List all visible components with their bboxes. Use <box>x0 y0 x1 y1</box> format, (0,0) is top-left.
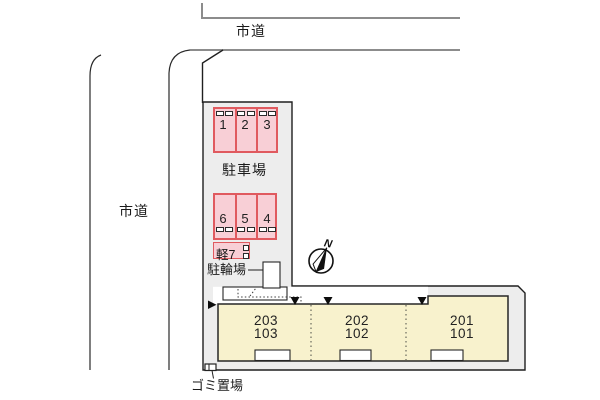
entrance-arrow-down-icon <box>290 297 300 305</box>
garbage-label-leader-line <box>211 370 214 379</box>
wheel-stop-marker <box>258 227 267 232</box>
access-path-dotted-line <box>237 289 302 303</box>
stall-number: 4 <box>263 211 271 226</box>
building-outline <box>217 295 509 362</box>
entrance-notch <box>339 349 372 362</box>
wheel-stop-marker <box>246 227 255 232</box>
bicycle-parking-label: 駐輪場 <box>207 262 247 277</box>
wheel-stop-marker <box>242 252 249 259</box>
top-road-far-edge-line <box>201 3 460 19</box>
unit-number-upper: 203 <box>253 313 279 328</box>
wheel-stop-marker <box>215 227 224 232</box>
unit-label: 201 101 <box>430 313 494 341</box>
unit-number-lower: 103 <box>253 325 279 341</box>
stall-divider <box>256 109 258 151</box>
site-boundary-corner-cut <box>201 49 224 103</box>
kei-stall-label: 軽7 <box>216 248 236 262</box>
parking-lot-label: 駐車場 <box>222 162 267 178</box>
stall-divider <box>235 109 237 151</box>
wheel-stop-marker <box>225 227 233 232</box>
garbage-area-label: ゴミ置場 <box>191 378 244 393</box>
stall-number: 6 <box>219 211 227 226</box>
unit-number-lower: 102 <box>344 325 370 341</box>
stall-number: 2 <box>241 117 249 132</box>
wheel-stop-marker <box>242 244 249 251</box>
garbage-bin-icon <box>204 363 217 372</box>
left-road-label: 市道 <box>119 203 149 219</box>
north-compass-icon <box>308 247 334 274</box>
left-road-west-edge-line <box>89 54 102 370</box>
top-road-label: 市道 <box>236 23 266 39</box>
parking-stall-block-top <box>213 107 278 153</box>
entrance-arrow-down-icon <box>417 297 427 305</box>
wheel-stop-marker <box>246 111 255 116</box>
kei-car-stall: 軽7 <box>213 242 250 262</box>
wheel-stop-marker <box>258 111 267 116</box>
unit-label: 203 103 <box>234 313 298 341</box>
wheel-stop-marker <box>237 227 245 232</box>
wheel-stop-marker <box>268 227 276 232</box>
unit-number-upper: 202 <box>344 313 370 328</box>
wheel-stop-marker <box>225 111 233 116</box>
wheel-stop-marker <box>237 111 245 116</box>
stall-divider <box>255 195 258 238</box>
stall-number: 3 <box>263 117 271 132</box>
stall-divider <box>234 195 237 238</box>
parking-stall-block-bottom <box>213 193 277 240</box>
left-road-east-edge-line <box>168 49 191 370</box>
entrance-arrow-down-icon <box>323 297 333 305</box>
stall-number: 1 <box>219 117 227 132</box>
access-path-tick <box>249 287 257 297</box>
entrance-notch <box>254 349 291 362</box>
unit-number-lower: 101 <box>449 325 475 341</box>
unit-label: 202 102 <box>325 313 389 341</box>
wheel-stop-marker <box>268 111 276 116</box>
wheel-stop-marker <box>215 111 224 116</box>
entrance-notch <box>430 349 464 362</box>
bicycle-parking-shelter <box>262 261 281 289</box>
stall-number: 5 <box>241 211 249 226</box>
entrance-arrow-right-icon <box>208 300 217 309</box>
unit-number-upper: 201 <box>449 313 475 328</box>
